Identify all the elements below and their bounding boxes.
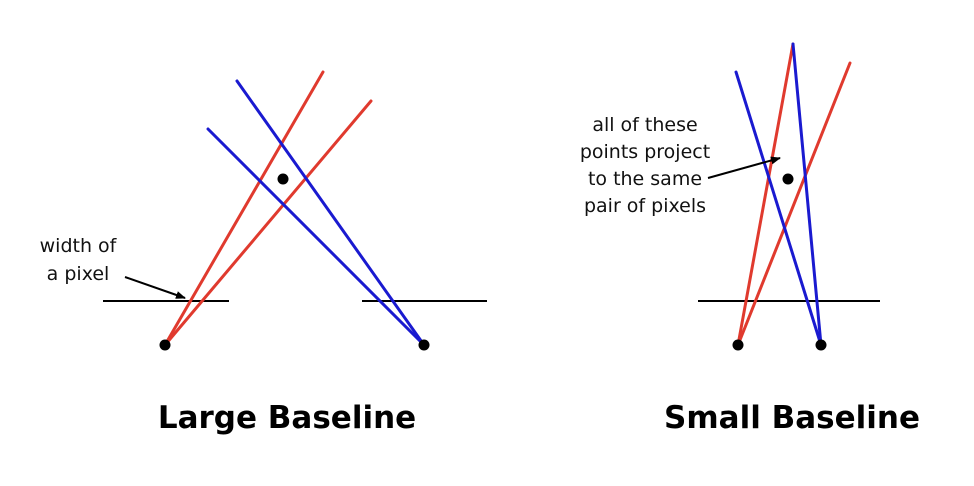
- small-left-camera-ray-2: [736, 61, 852, 347]
- pixel-width-label-line2: a pixel: [47, 263, 110, 285]
- pixel-width-label-line1: width of: [40, 235, 118, 257]
- small-right-camera-center: [815, 339, 827, 351]
- small-scene-point: [782, 173, 794, 185]
- small-baseline-panel: all of these points project to the same …: [580, 42, 920, 436]
- left-camera-center: [159, 339, 171, 351]
- same-pixels-arrow: [707, 156, 781, 179]
- small-right-camera-ray-1: [734, 70, 823, 347]
- left-camera-ray-2: [163, 99, 373, 347]
- large-baseline-caption: Large Baseline: [158, 400, 416, 436]
- same-pixels-label-line2: points project: [580, 141, 710, 163]
- right-camera-ray-2: [206, 127, 426, 347]
- left-camera-ray-1: [163, 70, 325, 347]
- small-left-camera-center: [732, 339, 744, 351]
- scene-point: [277, 173, 289, 185]
- right-camera-ray-1: [235, 79, 426, 347]
- pixel-width-arrow: [124, 276, 186, 299]
- small-baseline-caption: Small Baseline: [664, 400, 920, 436]
- large-baseline-panel: width of a pixel Large Baseline: [40, 70, 487, 436]
- right-camera-center: [418, 339, 430, 351]
- small-left-camera-ray-1: [736, 42, 795, 347]
- same-pixels-label-line3: to the same: [588, 168, 702, 190]
- same-pixels-label-line1: all of these: [592, 114, 697, 136]
- small-right-camera-ray-2: [791, 42, 823, 347]
- same-pixels-label-line4: pair of pixels: [584, 195, 706, 217]
